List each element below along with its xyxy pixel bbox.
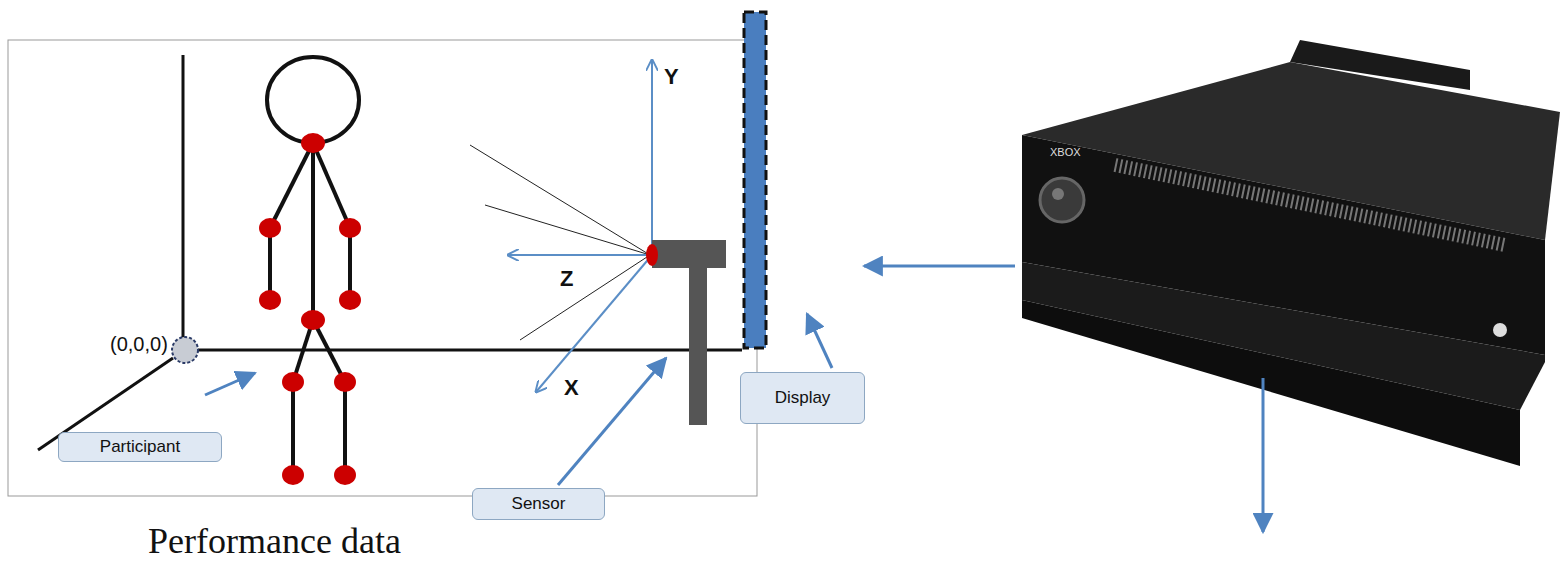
sensor-dot <box>646 244 658 266</box>
callout-text: Display <box>775 388 831 408</box>
callout-box: Display <box>740 372 865 424</box>
stick-figure <box>267 57 359 475</box>
callout-box: Sensor <box>472 488 605 520</box>
sensor-head <box>652 240 726 268</box>
axis-label: Z <box>560 266 573 292</box>
leader-arrows <box>205 266 1263 532</box>
sensor-axes <box>508 60 652 392</box>
world-axis <box>182 55 185 338</box>
device-logo: XBOX <box>1050 146 1081 158</box>
axis-label: Y <box>664 64 679 90</box>
kinect-device <box>1022 40 1560 466</box>
sensor-stand <box>689 268 707 425</box>
callout-box: Participant <box>58 432 222 462</box>
axis-label: X <box>564 375 579 401</box>
callout-text: Sensor <box>512 494 566 514</box>
callout-text: Participant <box>100 437 180 457</box>
field-of-view <box>470 145 650 340</box>
origin-label: (0,0,0) <box>110 333 168 356</box>
joint-dots <box>259 133 361 485</box>
caption-text: Performance data <box>148 520 401 562</box>
display-panel <box>744 12 766 348</box>
origin-marker <box>172 337 198 363</box>
floor-line <box>198 349 742 352</box>
frame <box>8 40 757 496</box>
